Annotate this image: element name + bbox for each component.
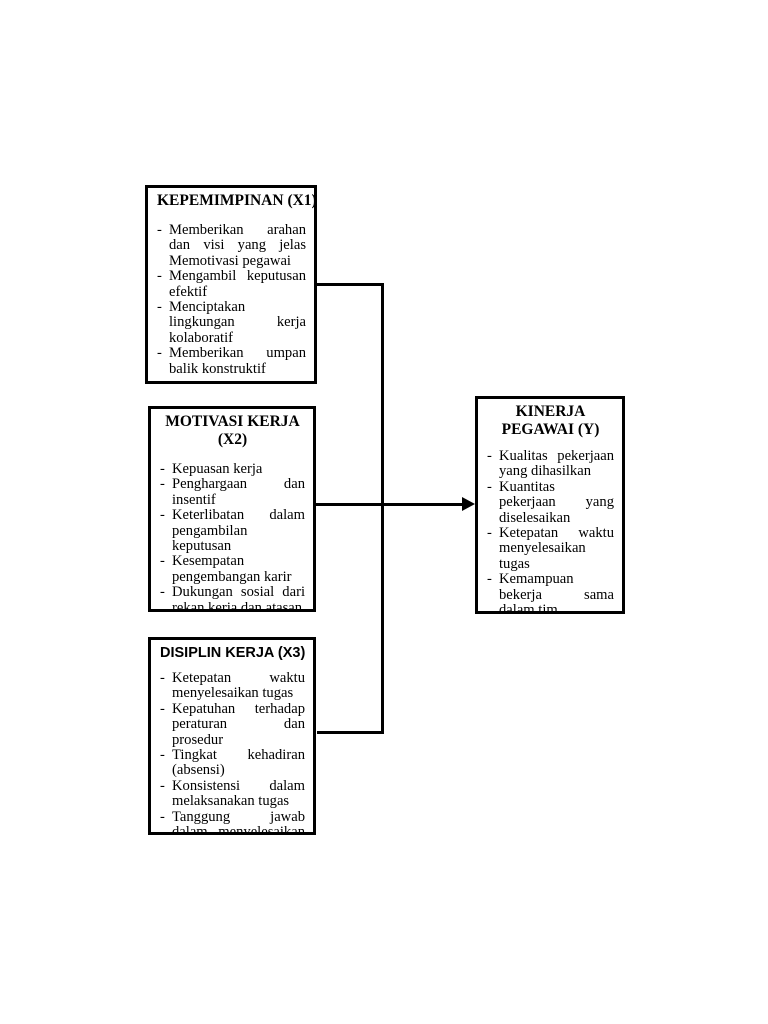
list-item: -Menciptakan lingkungan kerja kolaborati… <box>157 299 306 346</box>
connector-vertical-line <box>381 283 384 734</box>
box-title-x1: KEPEMIMPINAN (X1) <box>157 192 317 209</box>
bullet-dash: - <box>157 299 162 316</box>
item-text: Kepatuhan terhadap peraturan dan prosedu… <box>172 700 305 748</box>
arrowhead-icon <box>462 497 475 511</box>
box-title-y: KINERJA PEGAWAI (Y) <box>501 403 600 438</box>
list-item: -Kesempatan pengembangan karir <box>160 554 305 585</box>
indicator-list-x1: -Memberikan arahan dan visi yang jelas M… <box>157 222 306 377</box>
list-item: -Keterlibatan dalam pengambilan keputusa… <box>160 507 305 555</box>
item-text: Tingkat kehadiran (absensi) <box>172 747 305 779</box>
bullet-dash: - <box>160 808 165 825</box>
bullet-dash: - <box>487 478 492 495</box>
item-text: Kualitas pekerjaan yang dihasilkan <box>499 448 614 480</box>
connector-x1-horizontal-line <box>317 283 384 286</box>
list-item: -Mengambil keputusan efektif <box>157 268 306 300</box>
connector-x3-horizontal-line <box>317 731 384 734</box>
item-text: Keterlibatan dalam pengambilan keputusan <box>172 507 305 555</box>
connector-arrow-line <box>316 503 463 506</box>
item-text: Menciptakan lingkungan kerja kolaboratif <box>169 299 306 346</box>
item-text: Ketepatan waktu menyelesaikan tugas <box>172 670 305 702</box>
list-item: -Kepuasan kerja <box>160 461 305 477</box>
item-text: Dukungan sosial dari rekan kerja dan ata… <box>172 584 305 612</box>
bullet-dash: - <box>487 571 492 588</box>
bullet-dash: - <box>160 670 165 686</box>
bullet-dash: - <box>157 222 162 238</box>
box-kepemimpinan-x1: KEPEMIMPINAN (X1) -Memberikan arahan dan… <box>145 185 317 384</box>
list-item: -Tingkat kehadiran (absensi) <box>160 747 305 779</box>
item-text: Konsistensi dalam melaksanakan tugas <box>172 777 305 810</box>
list-item: -Kepatuhan terhadap peraturan dan prosed… <box>160 700 305 748</box>
box-title-x3: DISIPLIN KERJA (X3) <box>160 645 306 661</box>
item-text: Penghargaan dan insentif <box>172 476 305 508</box>
box-motivasi-kerja-x2: MOTIVASI KERJA (X2) -Kepuasan kerja-Peng… <box>148 406 316 612</box>
bullet-dash: - <box>157 345 162 362</box>
list-item: -Konsistensi dalam melaksanakan tugas <box>160 777 305 810</box>
list-item: -Penghargaan dan insentif <box>160 476 305 508</box>
list-item: -Ketepatan waktu menyelesaikan tugas <box>160 670 305 702</box>
bullet-dash: - <box>487 525 492 542</box>
list-item: -Memberikan umpan balik konstruktif <box>157 345 306 377</box>
list-item: -Tanggung jawab dalam menyelesaikan peke… <box>160 808 305 835</box>
box-disiplin-kerja-x3: DISIPLIN KERJA (X3) -Ketepatan waktu men… <box>148 637 316 835</box>
item-text: Memberikan arahan dan visi yang jelas Me… <box>169 222 306 269</box>
item-text: Kepuasan kerja <box>172 461 263 477</box>
item-text: Kuantitas pekerjaan yang diselesaikan <box>499 478 614 526</box>
bullet-dash: - <box>160 507 165 524</box>
box-title-x2: MOTIVASI KERJA (X2) <box>165 413 300 448</box>
item-text: Mengambil keputusan efektif <box>169 268 306 300</box>
bullet-dash: - <box>160 476 165 493</box>
bullet-dash: - <box>157 268 162 285</box>
bullet-dash: - <box>160 584 165 601</box>
box-kinerja-pegawai-y: KINERJA PEGAWAI (Y) -Kualitas pekerjaan … <box>475 396 625 614</box>
item-text: Kesempatan pengembangan karir <box>172 553 292 585</box>
bullet-dash: - <box>160 461 165 477</box>
list-item: -Dukungan sosial dari rekan kerja dan at… <box>160 584 305 612</box>
item-text: Ketepatan waktu menyelesaikan tugas <box>499 525 614 572</box>
indicator-list-x2: -Kepuasan kerja-Penghargaan dan insentif… <box>160 461 305 612</box>
indicator-list-y: -Kualitas pekerjaan yang dihasilkan-Kuan… <box>487 448 614 614</box>
bullet-dash: - <box>160 700 165 717</box>
bullet-dash: - <box>160 553 165 570</box>
item-text: Tanggung jawab dalam menyelesaikan peker… <box>172 808 305 835</box>
list-item: -Kuantitas pekerjaan yang diselesaikan <box>487 478 614 526</box>
list-item: -Ketepatan waktu menyelesaikan tugas <box>487 525 614 572</box>
bullet-dash: - <box>160 777 165 794</box>
list-item: -Memberikan arahan dan visi yang jelas M… <box>157 222 306 269</box>
item-text: Memberikan umpan balik konstruktif <box>169 345 306 377</box>
bullet-dash: - <box>160 747 165 764</box>
bullet-dash: - <box>487 448 492 464</box>
indicator-list-x3: -Ketepatan waktu menyelesaikan tugas-Kep… <box>160 670 305 835</box>
list-item: -Kemampuan bekerja sama dalam tim <box>487 571 614 614</box>
item-text: Kemampuan bekerja sama dalam tim <box>499 571 614 614</box>
list-item: -Kualitas pekerjaan yang dihasilkan <box>487 448 614 480</box>
